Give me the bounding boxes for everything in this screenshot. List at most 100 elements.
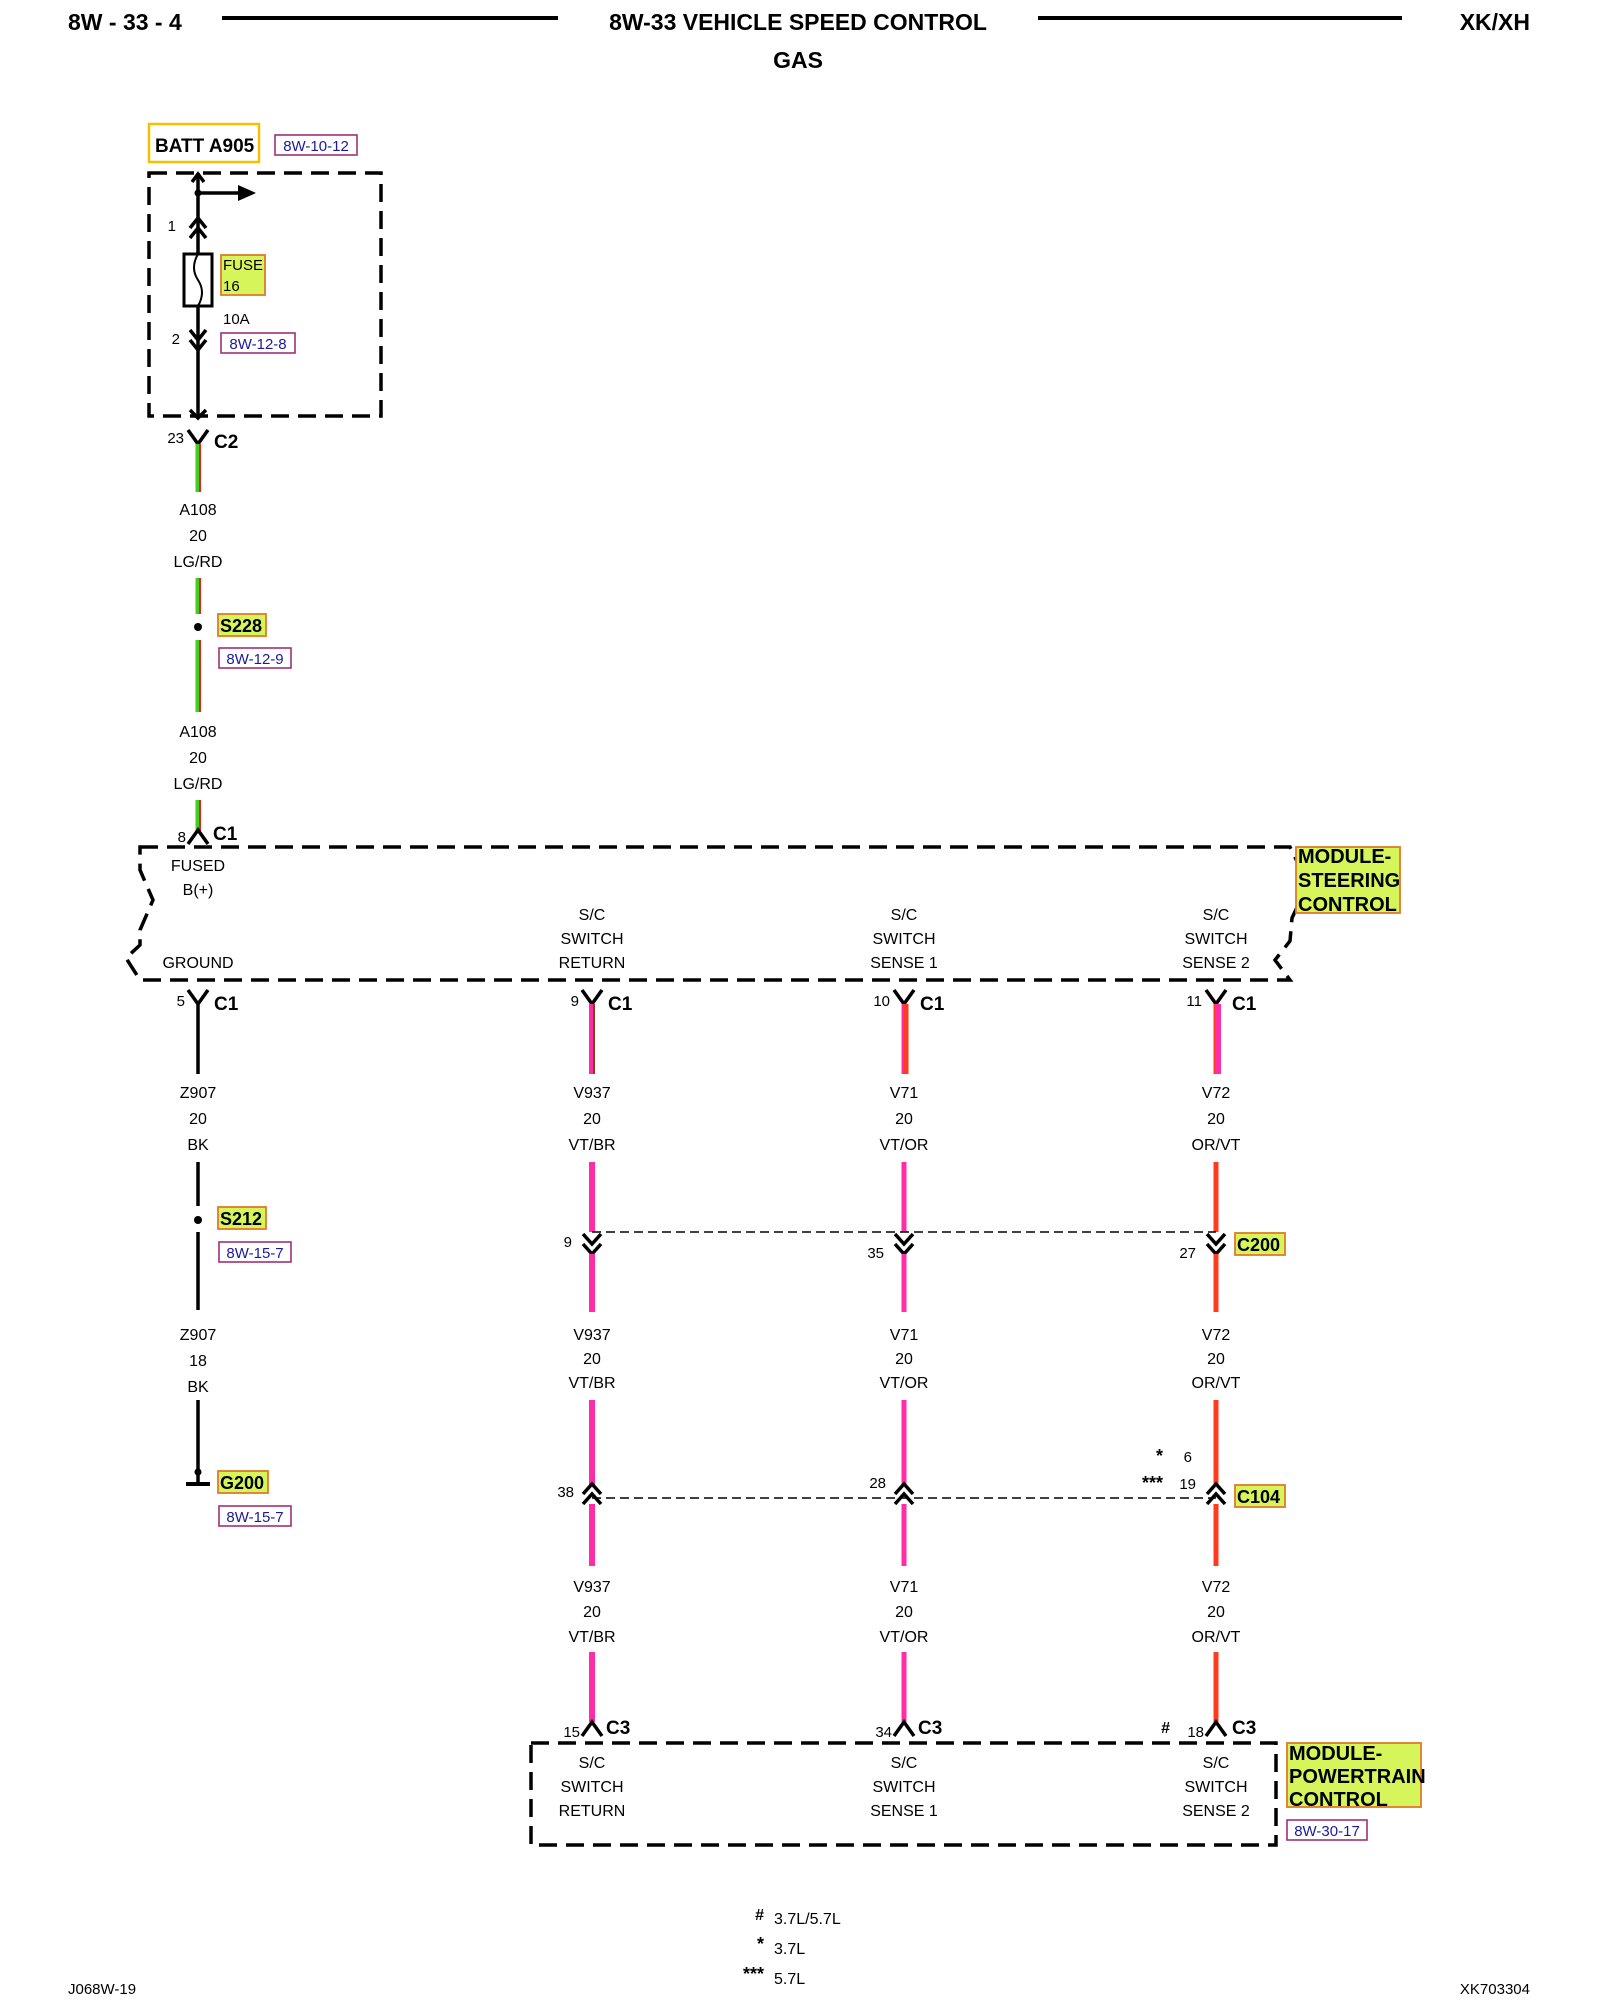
pcm-pin18: 18 xyxy=(1187,1724,1204,1741)
pcm-ref-link[interactable]: 8W-30-17 xyxy=(1294,1823,1360,1840)
scm-func-sense1-3: SENSE 1 xyxy=(870,955,938,972)
pcm-func-sense1-1: S/C xyxy=(891,1755,918,1772)
legend-mark-1: # xyxy=(755,1907,764,1924)
fuse-name-1: FUSE xyxy=(223,257,263,274)
scm-pin11: 11 xyxy=(1186,993,1202,1010)
footer-right-code: XK703304 xyxy=(1460,1981,1530,1998)
scm-pin10-connector xyxy=(892,988,916,1008)
scm-func-return-2: SWITCH xyxy=(560,931,623,948)
pcm-func-sense2-2: SWITCH xyxy=(1184,1779,1247,1796)
wire-z907-lower-gauge: 18 xyxy=(189,1353,207,1370)
wire-v71-seg3-color: VT/OR xyxy=(880,1629,929,1646)
wire-v72-seg3-gauge: 20 xyxy=(1207,1604,1225,1621)
s212-ref-link[interactable]: 8W-15-7 xyxy=(226,1245,283,1262)
s228-ref-box[interactable] xyxy=(218,647,292,669)
batt-highlight xyxy=(147,122,261,164)
footer-left-code: J068W-19 xyxy=(68,1981,136,1998)
fuse-pin1-connector xyxy=(188,215,208,230)
pcm-func-sense2-1: S/C xyxy=(1203,1755,1230,1772)
wire-v72-seg1-color: OR/VT xyxy=(1192,1137,1241,1154)
scm-fused-label-2: B(+) xyxy=(183,882,214,899)
c104-v937-connector-2 xyxy=(581,1491,603,1506)
c104-highlight xyxy=(1234,1484,1286,1508)
wire-v71-seg1-gauge: 20 xyxy=(895,1111,913,1128)
wire-v72-seg3-circuit: V72 xyxy=(1202,1579,1231,1596)
fuse-pin2-connector xyxy=(188,328,208,343)
fuse-block-outline xyxy=(147,171,383,418)
wire-a108-upper-color: LG/RD xyxy=(174,554,223,571)
c104-pin-v71: 28 xyxy=(869,1475,886,1492)
legend-text-3: 5.7L xyxy=(774,1971,805,1988)
scm-pin11-conn: C1 xyxy=(1232,994,1257,1015)
batt-ref-box[interactable] xyxy=(274,134,358,156)
g200-ref-link[interactable]: 8W-15-7 xyxy=(226,1509,283,1526)
fuse-top-arrow xyxy=(190,171,206,184)
wire-v72-seg3-color: OR/VT xyxy=(1192,1629,1241,1646)
fuse-ref-link[interactable]: 8W-12-8 xyxy=(229,336,286,353)
pcm-func-return-2: SWITCH xyxy=(560,1779,623,1796)
pcm-name-3: CONTROL xyxy=(1289,1789,1388,1811)
scm-pin10-conn: C1 xyxy=(920,994,945,1015)
batt-label: BATT A905 xyxy=(155,136,255,157)
pcm-pin34-connector xyxy=(892,1718,916,1738)
wire-v937-seg2-gauge: 20 xyxy=(583,1351,601,1368)
wire-v937-seg3-color: VT/BR xyxy=(568,1629,615,1646)
wire-v937-seg3-gauge: 20 xyxy=(583,1604,601,1621)
c200-v72-connector xyxy=(1205,1232,1227,1247)
s228-ref-link[interactable]: 8W-12-9 xyxy=(226,651,283,668)
pcm-outline xyxy=(529,1741,1278,1847)
wire-v71-seg2-color: VT/OR xyxy=(880,1375,929,1392)
wire-v72-seg2-color: OR/VT xyxy=(1192,1375,1241,1392)
fuse-pin2-connector-2 xyxy=(188,338,208,353)
wire-v71-seg1-color: VT/OR xyxy=(880,1137,929,1154)
wire-v71-seg2-gauge: 20 xyxy=(895,1351,913,1368)
fuse-pin1-connector-2 xyxy=(188,225,208,240)
c200-highlight xyxy=(1234,1232,1286,1256)
legend-mark-3: *** xyxy=(743,1964,764,1984)
pcm-pin18-mark: # xyxy=(1161,1720,1170,1737)
scm-name-2: STEERING xyxy=(1298,870,1400,892)
pcm-pin18-connector xyxy=(1204,1718,1228,1738)
c200-v937-connector xyxy=(581,1232,603,1247)
c200-pin-v72: 27 xyxy=(1179,1245,1196,1262)
pcm-ref-box[interactable] xyxy=(1286,1819,1368,1841)
wire-z907-upper-gauge: 20 xyxy=(189,1111,207,1128)
wire-a108-upper-gauge: 20 xyxy=(189,528,207,545)
c200-label: C200 xyxy=(1237,1235,1280,1255)
splice-s228-dot xyxy=(194,623,202,631)
scm-func-sense1-2: SWITCH xyxy=(872,931,935,948)
scm-outline xyxy=(123,845,1310,982)
wire-a108-lower-color: LG/RD xyxy=(174,776,223,793)
wire-v71-seg3-gauge: 20 xyxy=(895,1604,913,1621)
wire-z907-upper-circuit: Z907 xyxy=(180,1085,217,1102)
wire-v937-seg2-color: VT/BR xyxy=(568,1375,615,1392)
scm-ground-label: GROUND xyxy=(162,955,233,972)
wire-z907-upper-color: BK xyxy=(187,1137,209,1154)
page-title: 8W-33 VEHICLE SPEED CONTROL xyxy=(609,9,987,35)
s212-ref-box[interactable] xyxy=(218,1241,292,1263)
scm-highlight xyxy=(1295,846,1401,914)
c104-v71-connector xyxy=(893,1481,915,1496)
pcm-highlight xyxy=(1286,1742,1422,1808)
pcm-pin15: 15 xyxy=(563,1724,580,1741)
pcm-func-return-1: S/C xyxy=(579,1755,606,1772)
scm-pin9-connector xyxy=(580,988,604,1008)
pcm-pin15-conn: C3 xyxy=(606,1718,630,1739)
fuse-pin-1: 1 xyxy=(168,218,176,235)
scm-name-3: CONTROL xyxy=(1298,894,1397,916)
c104-mark-a: * xyxy=(1156,1446,1163,1466)
batt-ref-link[interactable]: 8W-10-12 xyxy=(283,138,349,155)
c200-pin-v937: 9 xyxy=(564,1234,572,1251)
c200-pin-v71: 35 xyxy=(867,1245,884,1262)
legend-text-1: 3.7L/5.7L xyxy=(774,1911,841,1928)
s228-highlight xyxy=(217,613,267,637)
fuse-ref-box[interactable] xyxy=(220,332,296,354)
g200-ref-box[interactable] xyxy=(218,1505,292,1527)
c104-pin-v72-a: 6 xyxy=(1184,1449,1192,1466)
c104-v937-connector xyxy=(581,1481,603,1496)
scm-pin9-conn: C1 xyxy=(608,994,633,1015)
pcm-func-return-3: RETURN xyxy=(559,1803,626,1820)
ground-g200-dot xyxy=(194,1468,202,1476)
page-number: 8W - 33 - 4 xyxy=(68,9,182,35)
